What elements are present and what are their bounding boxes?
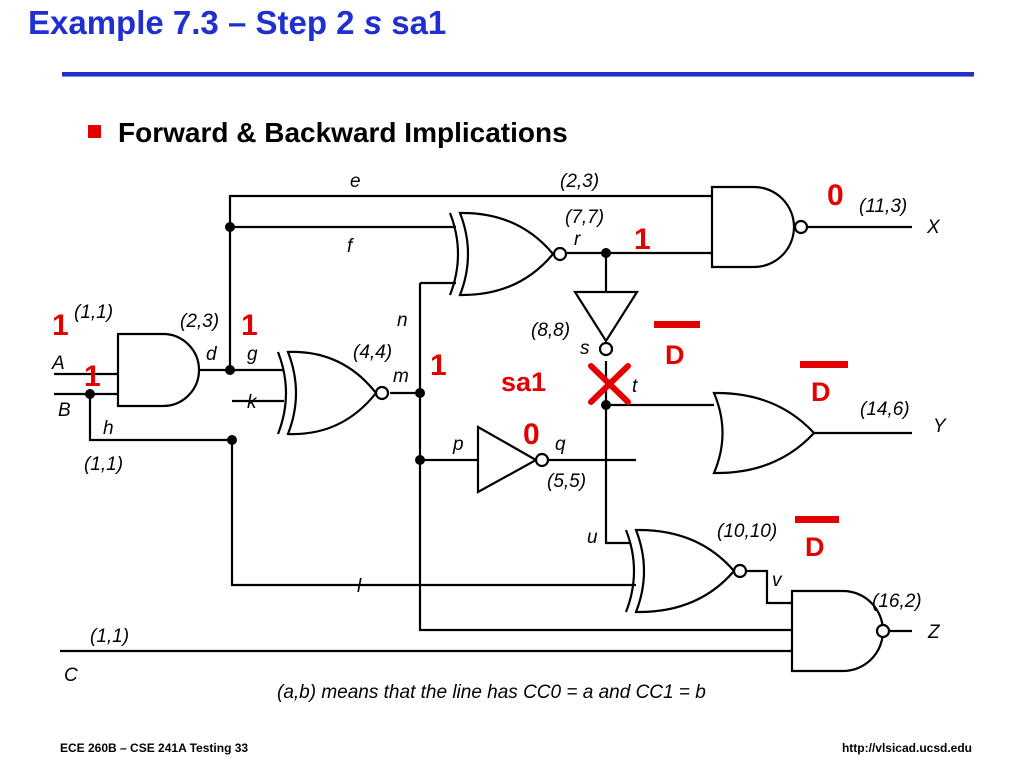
footer-course: ECE 260B – CSE 241A Testing 33 <box>60 741 249 755</box>
cc-m-label: (4,4) <box>353 342 392 363</box>
value-s: D <box>665 340 685 370</box>
signal-b-label: B <box>58 400 71 421</box>
footer-url: http://vlsicad.ucsd.edu <box>841 741 972 755</box>
fault-label: sa1 <box>501 367 546 397</box>
value-g: 1 <box>241 309 258 342</box>
junction-dot <box>227 435 237 445</box>
bullet-marker-icon <box>88 125 101 138</box>
title-rule <box>62 72 974 77</box>
signal-r-label: r <box>574 229 581 250</box>
signal-g-label: g <box>247 344 258 365</box>
title-prefix: Example 7.3 – Step 2 <box>28 4 355 41</box>
signal-p-label: p <box>452 434 464 455</box>
controllability-labels: (1,1) (1,1) (1,1) (2,3) (2,3) (7,7) (4,4… <box>74 171 922 647</box>
nand-gate-z <box>790 589 891 673</box>
signal-q-label: q <box>555 434 566 455</box>
value-x: 0 <box>827 179 844 212</box>
cc-z-label: (16,2) <box>872 591 922 612</box>
cc-r-label: (7,7) <box>565 207 604 228</box>
signal-x-label: X <box>926 217 941 238</box>
cc-y-label: (14,6) <box>860 399 910 420</box>
value-q: 0 <box>523 418 540 451</box>
value-y: D <box>811 377 831 407</box>
junction-dot <box>415 388 425 398</box>
cc-c-label: (1,1) <box>90 626 129 647</box>
value-a: 1 <box>52 309 69 342</box>
cc-legend-note: (a,b) means that the line has CC0 = a an… <box>277 682 706 703</box>
cc-v-label: (10,10) <box>717 521 777 542</box>
junction-dot <box>225 222 235 232</box>
junction-dots <box>85 222 611 465</box>
title-suffix: sa1 <box>391 4 447 41</box>
signal-h-label: h <box>103 418 114 439</box>
signal-n-label: n <box>397 310 408 331</box>
value-b: 1 <box>84 360 101 393</box>
cc-a-label: (1,1) <box>74 302 113 323</box>
value-r: 1 <box>634 223 651 256</box>
junction-dot <box>601 400 611 410</box>
signal-l-label: l <box>357 576 362 597</box>
signal-k-label: k <box>247 392 258 413</box>
bullet-text: Forward & Backward Implications <box>118 117 568 148</box>
signal-c-label: C <box>64 665 78 686</box>
implication-values: 1 1 1 1 1 0 0 D D D sa1 <box>52 179 848 562</box>
junction-dot <box>601 248 611 258</box>
signal-d-label: d <box>206 344 218 365</box>
cc-q-label: (5,5) <box>547 471 586 492</box>
value-m: 1 <box>430 349 447 382</box>
cc-x-label: (11,3) <box>859 196 907 217</box>
signal-a-label: A <box>51 353 65 374</box>
signal-v-label: v <box>772 570 783 591</box>
cc-d-label: (2,3) <box>180 311 219 332</box>
signal-e-label: e <box>350 171 361 192</box>
wires <box>54 194 912 653</box>
cc-s-label: (8,8) <box>531 320 570 341</box>
signal-y-label: Y <box>933 416 947 437</box>
nor-gate-g <box>276 350 390 436</box>
signal-u-label: u <box>587 527 598 548</box>
fault-cross-icon <box>588 363 631 405</box>
slide-title: Example 7.3 – Step 2 s sa1 <box>28 4 446 42</box>
d-bar-y <box>800 361 848 368</box>
cc-e-label: (2,3) <box>560 171 599 192</box>
signal-m-label: m <box>393 366 409 387</box>
nor-gate-r <box>448 211 568 297</box>
d-bar-v <box>795 516 839 523</box>
or-gate-y <box>712 391 816 475</box>
and-gate-d <box>116 332 201 408</box>
d-bar-s <box>654 321 700 328</box>
signal-z-label: Z <box>927 622 941 643</box>
signal-labels: A B C X Y Z d e f g h k l m n p q r s t … <box>51 171 947 686</box>
junction-dot <box>85 389 95 399</box>
inverter-s <box>573 290 639 357</box>
value-v: D <box>805 532 825 562</box>
nand-gate-x <box>710 185 809 269</box>
signal-s-label: s <box>580 338 590 359</box>
junction-dot <box>225 365 235 375</box>
signal-f-label: f <box>347 236 354 257</box>
title-variable: s <box>363 4 383 41</box>
junction-dot <box>415 455 425 465</box>
cc-b-label: (1,1) <box>84 454 123 475</box>
nor-gate-v <box>624 528 748 614</box>
signal-t-label: t <box>632 376 638 397</box>
inverter-q <box>476 425 550 494</box>
